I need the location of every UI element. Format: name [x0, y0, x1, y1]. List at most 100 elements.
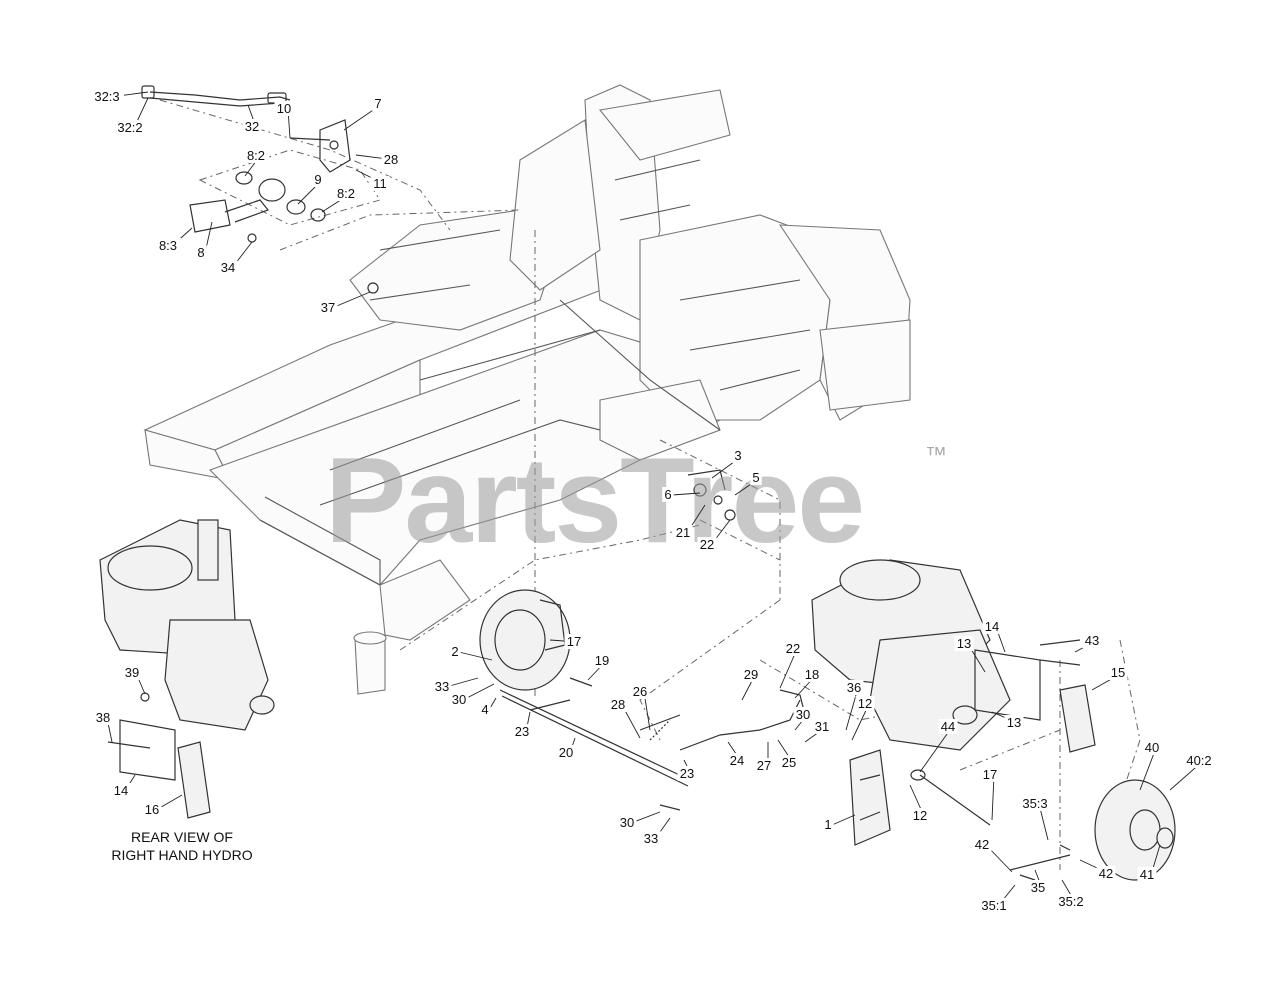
callout-22: 22 [779, 641, 803, 689]
callout-label: 15 [1111, 665, 1125, 680]
callout-label: 36 [847, 680, 861, 695]
callout-label: 29 [744, 667, 758, 682]
watermark: PartsTree ™ [325, 432, 947, 568]
callout-label: 17 [567, 634, 581, 649]
callout-label: 13 [957, 636, 971, 651]
callout-9: 9 [297, 172, 324, 205]
callout-14: 14 [982, 619, 1006, 653]
callout-8-2: 8:2 [242, 148, 270, 177]
callout-22: 22 [697, 519, 731, 552]
callout-11: 11 [355, 169, 390, 191]
callout-label: 44 [941, 719, 955, 734]
callout-halo [697, 537, 717, 552]
callout-halo [242, 148, 270, 163]
callout-halo [783, 641, 803, 656]
callout-halo [662, 487, 674, 502]
callout-label: 8:2 [337, 186, 355, 201]
callout-leader [331, 291, 371, 309]
callout-halo [812, 719, 832, 734]
callout-halo [512, 724, 532, 739]
callout-42: 42 [1079, 859, 1116, 881]
callout-halo [630, 684, 650, 699]
callout-25: 25 [777, 739, 799, 770]
callout-leader [458, 651, 493, 661]
callout-33: 33 [432, 677, 479, 694]
callout-8: 8 [195, 221, 213, 260]
callout-halo [479, 702, 491, 717]
callout-8-2: 8:2 [321, 186, 360, 213]
callout-halo [1082, 633, 1102, 648]
callout-label: 22 [700, 537, 714, 552]
callout-leader [671, 492, 701, 496]
callout-label: 32:3 [94, 89, 119, 104]
callout-halo [312, 172, 324, 187]
callout-label: 17 [983, 767, 997, 782]
callout-1: 1 [822, 814, 856, 832]
callout-label: 31 [815, 719, 829, 734]
callout-label: 26 [633, 684, 647, 699]
callout-26: 26 [630, 684, 651, 731]
callout-leader [831, 814, 856, 826]
callout-label: 4 [481, 702, 488, 717]
callout-label: 41 [1140, 867, 1154, 882]
callout-label: 14 [114, 783, 128, 798]
callout-halo [1096, 866, 1116, 881]
callout-halo [727, 753, 747, 768]
callout-31: 31 [804, 719, 832, 743]
caption-line-1: REAR VIEW OF [131, 829, 233, 845]
callout-halo [802, 667, 822, 682]
callout-halo [93, 710, 113, 725]
callout-23: 23 [677, 759, 697, 781]
callout-label: 38 [96, 710, 110, 725]
callout-17: 17 [549, 634, 584, 649]
callout-30: 30 [793, 707, 813, 731]
callout-28: 28 [608, 697, 641, 739]
callout-label: 24 [730, 753, 744, 768]
callout-label: 20 [559, 745, 573, 760]
callout-33: 33 [641, 817, 671, 846]
callout-label: 23 [515, 724, 529, 739]
callout-label: 32 [245, 119, 259, 134]
callout-label: 5 [752, 470, 759, 485]
callout-halo [641, 831, 661, 846]
callout-label: 32:2 [117, 120, 142, 135]
callout-halo [195, 245, 207, 260]
callout-halo [332, 186, 360, 201]
callout-label: 35 [1031, 880, 1045, 895]
callout-30: 30 [617, 811, 661, 830]
callout-label: 8:3 [159, 238, 177, 253]
callout-halo [779, 755, 799, 770]
callout-halo [381, 152, 401, 167]
right-hydro-unit [811, 559, 1096, 753]
callout-12: 12 [851, 696, 875, 741]
callout-leader [919, 726, 953, 773]
watermark-text: PartsTree [325, 432, 863, 568]
callout-32: 32 [242, 104, 262, 134]
callout-32-3: 32:3 [90, 89, 149, 104]
left-hydro-unit [99, 519, 275, 819]
upper-left-assembly [141, 85, 379, 294]
callout-halo [370, 176, 390, 191]
callout-13: 13 [991, 711, 1024, 730]
callout-35-2: 35:2 [1054, 879, 1088, 909]
callout-label: 13 [1007, 715, 1021, 730]
callout-label: 35:3 [1022, 796, 1047, 811]
callout-halo [741, 667, 761, 682]
callout-label: 16 [145, 802, 159, 817]
brake-linkage [479, 469, 1176, 881]
callout-halo [113, 120, 147, 135]
callout-20: 20 [556, 737, 576, 760]
callout-halo [432, 679, 452, 694]
callout-label: 10 [277, 101, 291, 116]
rear-view-caption: REAR VIEW OF RIGHT HAND HYDRO [111, 829, 252, 863]
callout-label: 33 [435, 679, 449, 694]
callout-halo [372, 96, 384, 111]
callout-label: 8 [197, 245, 204, 260]
callout-18: 18 [794, 667, 822, 699]
callout-halo [592, 653, 612, 668]
callout-halo [1054, 894, 1088, 909]
callout-32-2: 32:2 [113, 97, 149, 135]
callout-label: 8:2 [247, 148, 265, 163]
callout-30: 30 [449, 683, 495, 707]
